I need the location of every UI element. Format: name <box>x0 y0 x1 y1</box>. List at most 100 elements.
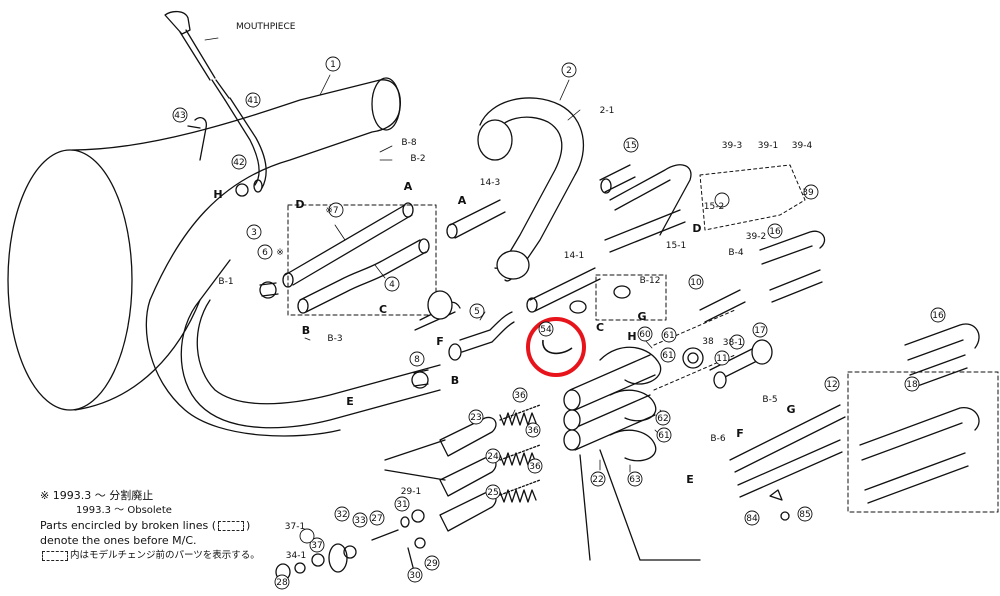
label-41: 41 <box>247 96 258 106</box>
label-43: 43 <box>174 111 185 121</box>
label-38: 38 <box>702 337 714 347</box>
note-broken-lines-b: ) <box>245 519 251 532</box>
label-85: 85 <box>799 510 810 520</box>
letter-G1: G <box>637 310 646 323</box>
label-14-3: 14-3 <box>480 178 500 188</box>
legend-notes: ※ 1993.3 ～ 分割廃止 1993.3 ～ Obsolete Parts … <box>40 488 370 563</box>
letter-Bb: B <box>451 374 459 387</box>
mouthpiece-leadpipe <box>164 10 267 197</box>
label-2-1: 2-1 <box>600 106 615 116</box>
label-3: 3 <box>251 228 257 238</box>
u-bend-tube <box>446 97 585 282</box>
label-B-12: B-12 <box>640 276 661 286</box>
letter-C1: C <box>379 303 387 316</box>
note-broken-lines-a: Parts encircled by broken lines ( <box>40 519 216 532</box>
letter-markers: A A B B C C D D E E F F G G H H <box>213 180 795 486</box>
label-29-1: 29-1 <box>401 487 421 497</box>
label-31: 31 <box>396 500 407 510</box>
letter-A2: A <box>458 194 467 207</box>
label-33: 33 <box>354 516 365 526</box>
label-1: 1 <box>330 60 336 70</box>
valve-pistons <box>384 404 541 532</box>
tube-parts-center <box>526 164 692 321</box>
bell-section <box>7 77 441 437</box>
note-obsolete-en: 1993.3 ～ Obsolete <box>76 505 172 516</box>
letter-E1: E <box>346 395 354 408</box>
label-36a: 36 <box>514 391 526 401</box>
label-8: 8 <box>414 355 420 365</box>
label-12: 12 <box>826 380 837 390</box>
letter-F2: F <box>736 427 744 440</box>
label-17: 17 <box>754 326 765 336</box>
label-B-4: B-4 <box>728 248 743 258</box>
label-37: 37 <box>311 541 322 551</box>
label-16b: 16 <box>932 311 944 321</box>
label-36b: 36 <box>527 426 539 436</box>
label-2: 2 <box>566 66 572 76</box>
label-star6: ※ <box>276 248 284 258</box>
note-before-mc: denote the ones before M/C. <box>40 534 197 547</box>
label-61b: 61 <box>658 431 669 441</box>
label-37-1: 37-1 <box>285 522 305 532</box>
label-36c: 36 <box>529 462 541 472</box>
label-39-1: 39-1 <box>758 141 778 151</box>
label-30: 30 <box>409 571 421 581</box>
valve-block <box>563 346 704 561</box>
label-B-6: B-6 <box>710 434 725 444</box>
label-B-1: B-1 <box>218 277 233 287</box>
label-54: 54 <box>540 325 552 335</box>
letter-C2: C <box>596 321 604 334</box>
label-29: 29 <box>426 559 438 569</box>
callout-labels: MOUTHPIECE 1 2 2-1 3 4 5 6 ※ ※7 8 10 11 … <box>174 22 944 588</box>
label-84: 84 <box>746 514 758 524</box>
label-61c: 61 <box>662 351 673 361</box>
label-16a: 16 <box>769 227 781 237</box>
label-24: 24 <box>487 452 499 462</box>
note-jp-model-change: 内はモデルチェンジ前のパーツを表示する。 <box>40 548 370 563</box>
label-7: ※7 <box>325 206 338 216</box>
label-5: 5 <box>474 307 480 317</box>
part-54-wire <box>542 339 573 355</box>
label-60: 60 <box>639 330 651 340</box>
label-11: 11 <box>716 354 727 364</box>
slide-tubes-right <box>699 230 999 513</box>
label-62: 62 <box>657 414 668 424</box>
dashed-groups <box>653 164 806 391</box>
label-61a: 61 <box>663 331 674 341</box>
leader-lines <box>204 37 666 473</box>
label-39: 39 <box>802 188 814 198</box>
label-39-4: 39-4 <box>792 141 813 151</box>
note-jp-text: 内はモデルチェンジ前のパーツを表示する。 <box>70 550 260 561</box>
label-15-2: 15-2 <box>704 202 724 212</box>
dashed-box-sample-2 <box>42 550 68 561</box>
letter-G2: G <box>786 403 795 416</box>
label-B-3: B-3 <box>327 334 342 344</box>
label-32: 32 <box>336 510 347 520</box>
dashed-box-sample <box>217 521 244 531</box>
letter-H1: H <box>213 188 222 201</box>
label-B-8: B-8 <box>401 138 416 148</box>
letter-Ba: B <box>302 324 310 337</box>
label-39-2: 39-2 <box>746 232 766 242</box>
label-18: 18 <box>906 380 918 390</box>
label-14-1: 14-1 <box>564 251 584 261</box>
letter-E2: E <box>686 473 694 486</box>
tube-parts-left <box>259 202 515 389</box>
letter-H2: H <box>627 330 636 343</box>
label-6: 6 <box>262 248 268 258</box>
letter-D2: D <box>692 222 701 235</box>
letter-A1: A <box>404 180 413 193</box>
letter-F1: F <box>436 335 444 348</box>
label-42: 42 <box>233 158 244 168</box>
label-B-5: B-5 <box>762 395 777 405</box>
label-22: 22 <box>592 475 603 485</box>
highlight-circle <box>526 317 586 377</box>
label-27: 27 <box>371 514 382 524</box>
label-25: 25 <box>487 488 498 498</box>
note-broken-lines: Parts encircled by broken lines () <box>40 518 370 533</box>
label-10: 10 <box>690 278 702 288</box>
label-38-1: 38-1 <box>723 338 743 348</box>
label-28: 28 <box>276 578 288 588</box>
label-15-1: 15-1 <box>666 241 686 251</box>
